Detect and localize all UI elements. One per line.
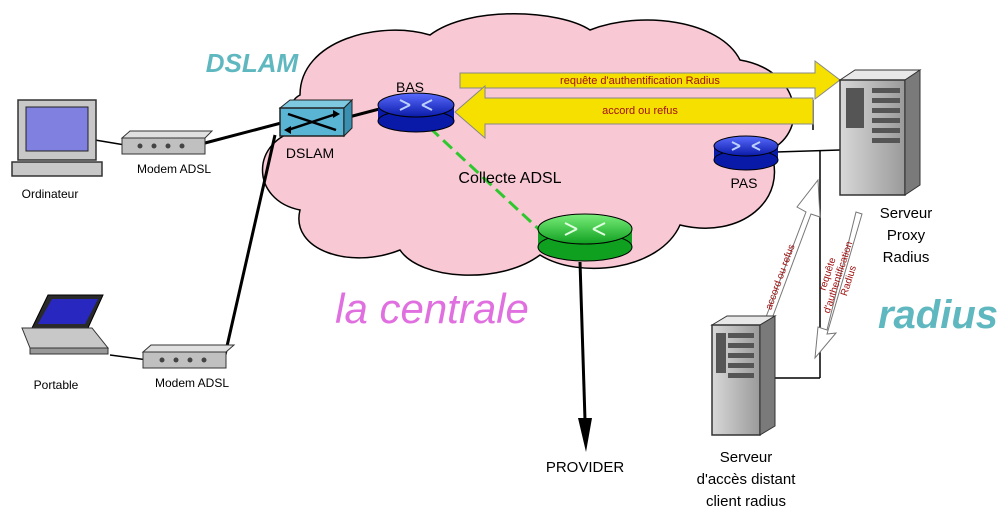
proxy-label-2: Proxy [887,227,926,244]
modem-top-label: Modem ADSL [137,162,211,176]
dslam-title: DSLAM [206,48,300,78]
collecte-label: Collecte ADSL [458,170,561,187]
client-label-2: d'accès distant [697,471,797,488]
client-label-3: client radius [706,493,786,510]
desktop-computer-icon [11,99,103,177]
proxy-label-1: Serveur [880,205,933,222]
laptop-icon [21,294,110,355]
bas-router-icon [377,92,455,133]
portable-label: Portable [34,378,79,392]
accord-refus-arrow [454,84,814,140]
ordinateur-label: Ordinateur [22,187,79,201]
dslam-switch-icon [278,98,354,138]
pas-router-icon [713,135,779,171]
proxy-server-icon [838,69,922,196]
collecte-router-icon [537,213,633,262]
dslam-device-label: DSLAM [286,145,334,161]
diag-request-arrow [814,211,863,360]
radius-label: radius [878,293,998,337]
radius-request-arrow [459,59,841,101]
pas-label: PAS [731,175,758,191]
modem-top-icon [120,130,214,155]
collecte-link [428,126,547,237]
centrale-label: la centrale [335,285,529,332]
client-label-1: Serveur [720,449,773,466]
provider-label: PROVIDER [546,459,625,476]
radius-request-label: requête d'authentification Radius [560,75,720,87]
proxy-label-3: Radius [883,249,930,266]
bas-label: BAS [396,79,424,95]
modem-bottom-icon [141,344,236,369]
accord-refus-label: accord ou refus [602,105,678,117]
modem-bottom-label: Modem ADSL [155,376,229,390]
diag-accord-label: accord ou refus [764,243,798,312]
client-server-icon [710,315,777,436]
